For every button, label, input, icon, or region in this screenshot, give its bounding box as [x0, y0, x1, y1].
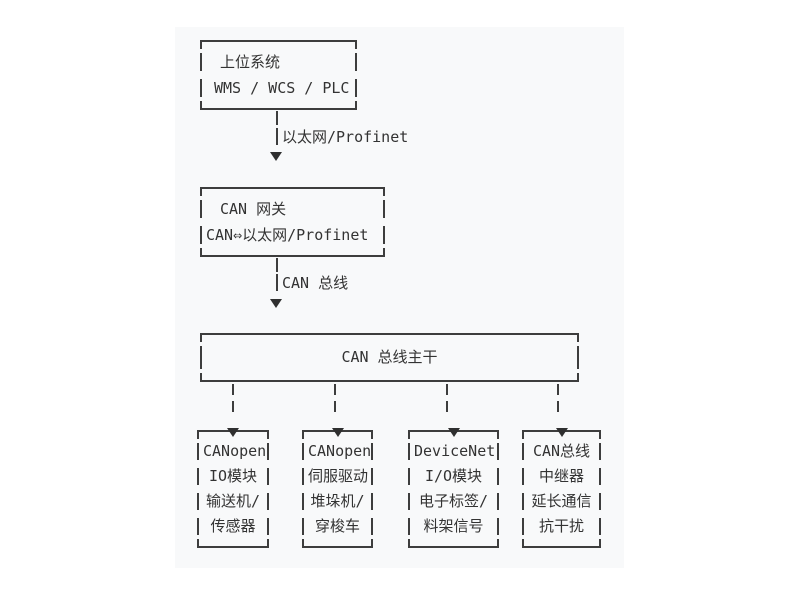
branch-usage: 延长通信: [531, 492, 592, 510]
box-border-top: [200, 187, 385, 196]
arrow-down-icon: [331, 428, 344, 437]
branch-protocol: CANopen: [308, 442, 372, 460]
connector-line: [557, 401, 559, 412]
branch-device: 伺服驱动: [308, 467, 369, 485]
connector-line: [334, 401, 336, 412]
branch-usage: 料架信号: [423, 517, 484, 535]
connector-line: [276, 258, 278, 272]
box-border-top: [200, 333, 579, 342]
arrow-down-icon: [555, 428, 568, 437]
box-border-bottom: [408, 539, 499, 548]
host-system-subtitle: WMS / WCS / PLC: [214, 79, 350, 97]
branch-line: 堆垛机/: [302, 489, 373, 514]
link-ethernet-label: 以太网/Profinet: [276, 127, 408, 147]
branch-line: CANopen: [197, 439, 269, 464]
box-border-top: [200, 40, 357, 49]
host-system-title-row: 上位系统: [200, 49, 357, 75]
branch-line: 电子标签/: [408, 489, 499, 514]
branch-device: 中继器: [538, 467, 584, 485]
host-system-box: 上位系统 WMS / WCS / PLC: [200, 40, 357, 110]
vertical-bar: [276, 128, 278, 145]
arrow-down-icon: [227, 428, 239, 437]
branch-box-devicenet: DeviceNet I/O模块 电子标签/ 料架信号: [408, 428, 499, 548]
can-backbone-box: CAN 总线主干: [200, 333, 579, 382]
branch-line: 穿梭车: [302, 514, 373, 539]
connector-line: [334, 384, 336, 395]
branch-box-io-modules: CANopen IO模块 输送机/ 传感器: [197, 428, 269, 548]
box-border-bottom: [200, 101, 357, 110]
connector-line: [557, 384, 559, 395]
branch-line: 延长通信: [522, 489, 601, 514]
box-border-bottom: [200, 373, 579, 382]
branch-line: 抗干扰: [522, 514, 601, 539]
connector-line: [232, 384, 234, 395]
host-system-subtitle-row: WMS / WCS / PLC: [200, 75, 357, 101]
branch-protocol: CAN总线: [532, 442, 591, 460]
branch-line: 料架信号: [408, 514, 499, 539]
branch-protocol: DeviceNet: [414, 442, 496, 460]
gateway-subtitle: CAN⇔以太网/Profinet: [206, 226, 369, 244]
backbone-title: CAN 总线主干: [341, 348, 438, 366]
connector-line: [446, 384, 448, 395]
box-border-bottom: [200, 248, 385, 257]
branch-protocol: CANopen: [203, 442, 267, 460]
host-system-title: 上位系统: [220, 53, 281, 71]
branch-line: DeviceNet: [408, 439, 499, 464]
branch-usage: 传感器: [210, 517, 256, 535]
can-gateway-box: CAN 网关 CAN⇔以太网/Profinet: [200, 187, 385, 257]
link-label-text: 以太网/Profinet: [282, 128, 409, 146]
branch-usage: 输送机/: [205, 492, 261, 510]
connector-line: [276, 111, 278, 125]
branch-box-can-repeater: CAN总线 中继器 延长通信 抗干扰: [522, 428, 601, 548]
gateway-title: CAN 网关: [220, 200, 287, 218]
branch-line: IO模块: [197, 464, 269, 489]
branch-device: IO模块: [208, 467, 258, 485]
branch-line: 伺服驱动: [302, 464, 373, 489]
branch-device: I/O模块: [424, 467, 483, 485]
branch-box-servo-drive: CANopen 伺服驱动 堆垛机/ 穿梭车: [302, 428, 373, 548]
connector-line: [446, 401, 448, 412]
branch-usage: 电子标签/: [418, 492, 489, 510]
backbone-title-row: CAN 总线主干: [200, 342, 579, 373]
box-border-bottom: [302, 539, 373, 548]
branch-usage: 抗干扰: [538, 517, 584, 535]
branch-usage: 穿梭车: [314, 517, 360, 535]
arrow-down-icon: [270, 152, 282, 161]
link-canbus-label: CAN 总线: [276, 273, 348, 293]
branch-line: 输送机/: [197, 489, 269, 514]
box-border-bottom: [197, 539, 269, 548]
box-border-bottom: [522, 539, 601, 548]
gateway-subtitle-row: CAN⇔以太网/Profinet: [200, 222, 385, 248]
arrow-down-icon: [270, 299, 282, 308]
branch-line: 中继器: [522, 464, 601, 489]
link-label-text: CAN 总线: [282, 274, 349, 292]
connector-line: [232, 401, 234, 412]
branch-usage: 堆垛机/: [310, 492, 365, 510]
arrow-down-icon: [447, 428, 460, 437]
vertical-bar: [276, 274, 278, 291]
branch-line: CANopen: [302, 439, 373, 464]
gateway-title-row: CAN 网关: [200, 196, 385, 222]
branch-line: 传感器: [197, 514, 269, 539]
diagram-panel: 上位系统 WMS / WCS / PLC 以太网/Profinet CAN 网关…: [175, 27, 624, 568]
branch-line: CAN总线: [522, 439, 601, 464]
branch-line: I/O模块: [408, 464, 499, 489]
